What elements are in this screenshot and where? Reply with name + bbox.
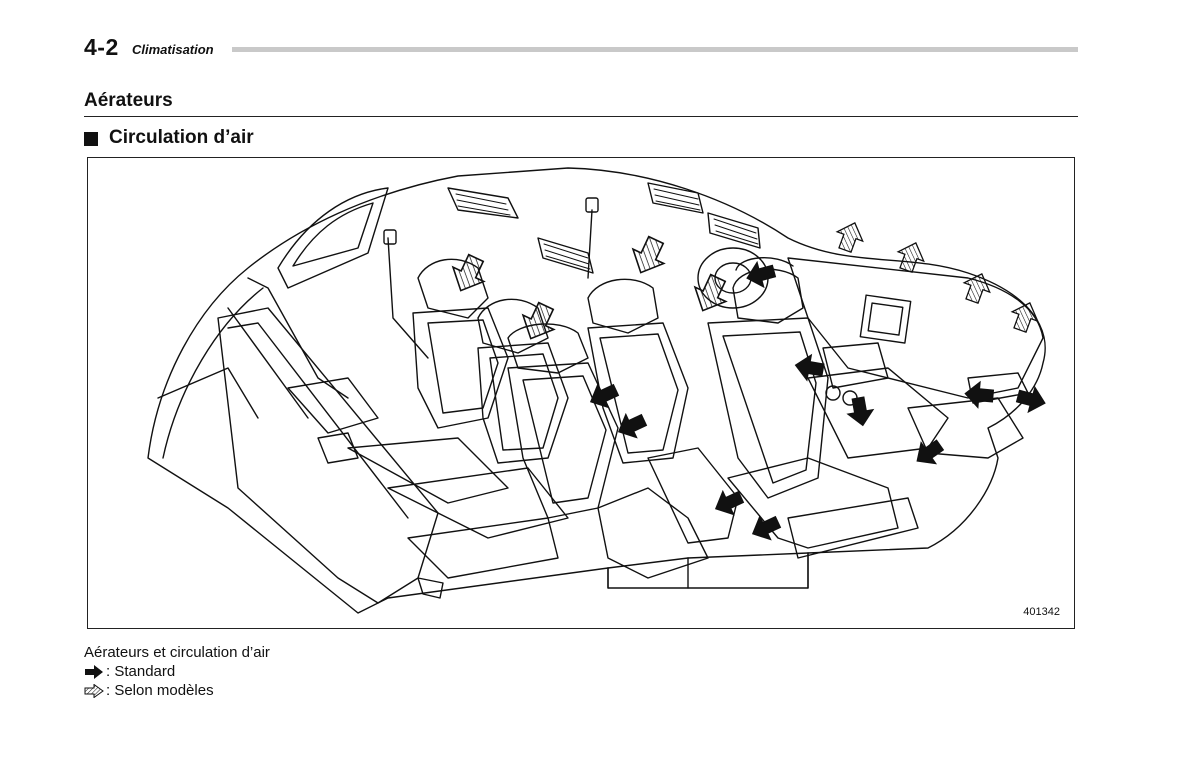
header-rule	[232, 47, 1078, 52]
legend-item-standard: : Standard	[84, 662, 270, 681]
square-bullet-icon	[84, 131, 98, 146]
hatched-arrow-icon	[84, 683, 104, 698]
solid-arrow-icon	[85, 664, 103, 679]
section-title: Aérateurs	[84, 90, 173, 111]
section-divider	[84, 116, 1078, 117]
legend-label-standard: : Standard	[106, 663, 176, 680]
caption-title: Aérateurs et circulation d’air	[84, 644, 270, 661]
figure-caption: Aérateurs et circulation d’air : Standar…	[84, 643, 270, 700]
page-number: 4-2	[84, 34, 119, 60]
hatched-vent-arrows	[444, 217, 1044, 347]
chapter-title: Climatisation	[132, 42, 214, 57]
legend-label-optional: : Selon modèles	[106, 682, 214, 699]
figure-id: 401342	[1023, 606, 1060, 618]
subsection-title: Circulation d’air	[109, 127, 254, 148]
legend-item-optional: : Selon modèles	[84, 681, 270, 700]
subsection-heading: Circulation d’air	[84, 127, 254, 149]
air-circulation-figure: 401342	[87, 157, 1075, 629]
page-header: 4-2 Climatisation	[84, 34, 1080, 60]
car-interior-illustration	[147, 167, 1049, 614]
